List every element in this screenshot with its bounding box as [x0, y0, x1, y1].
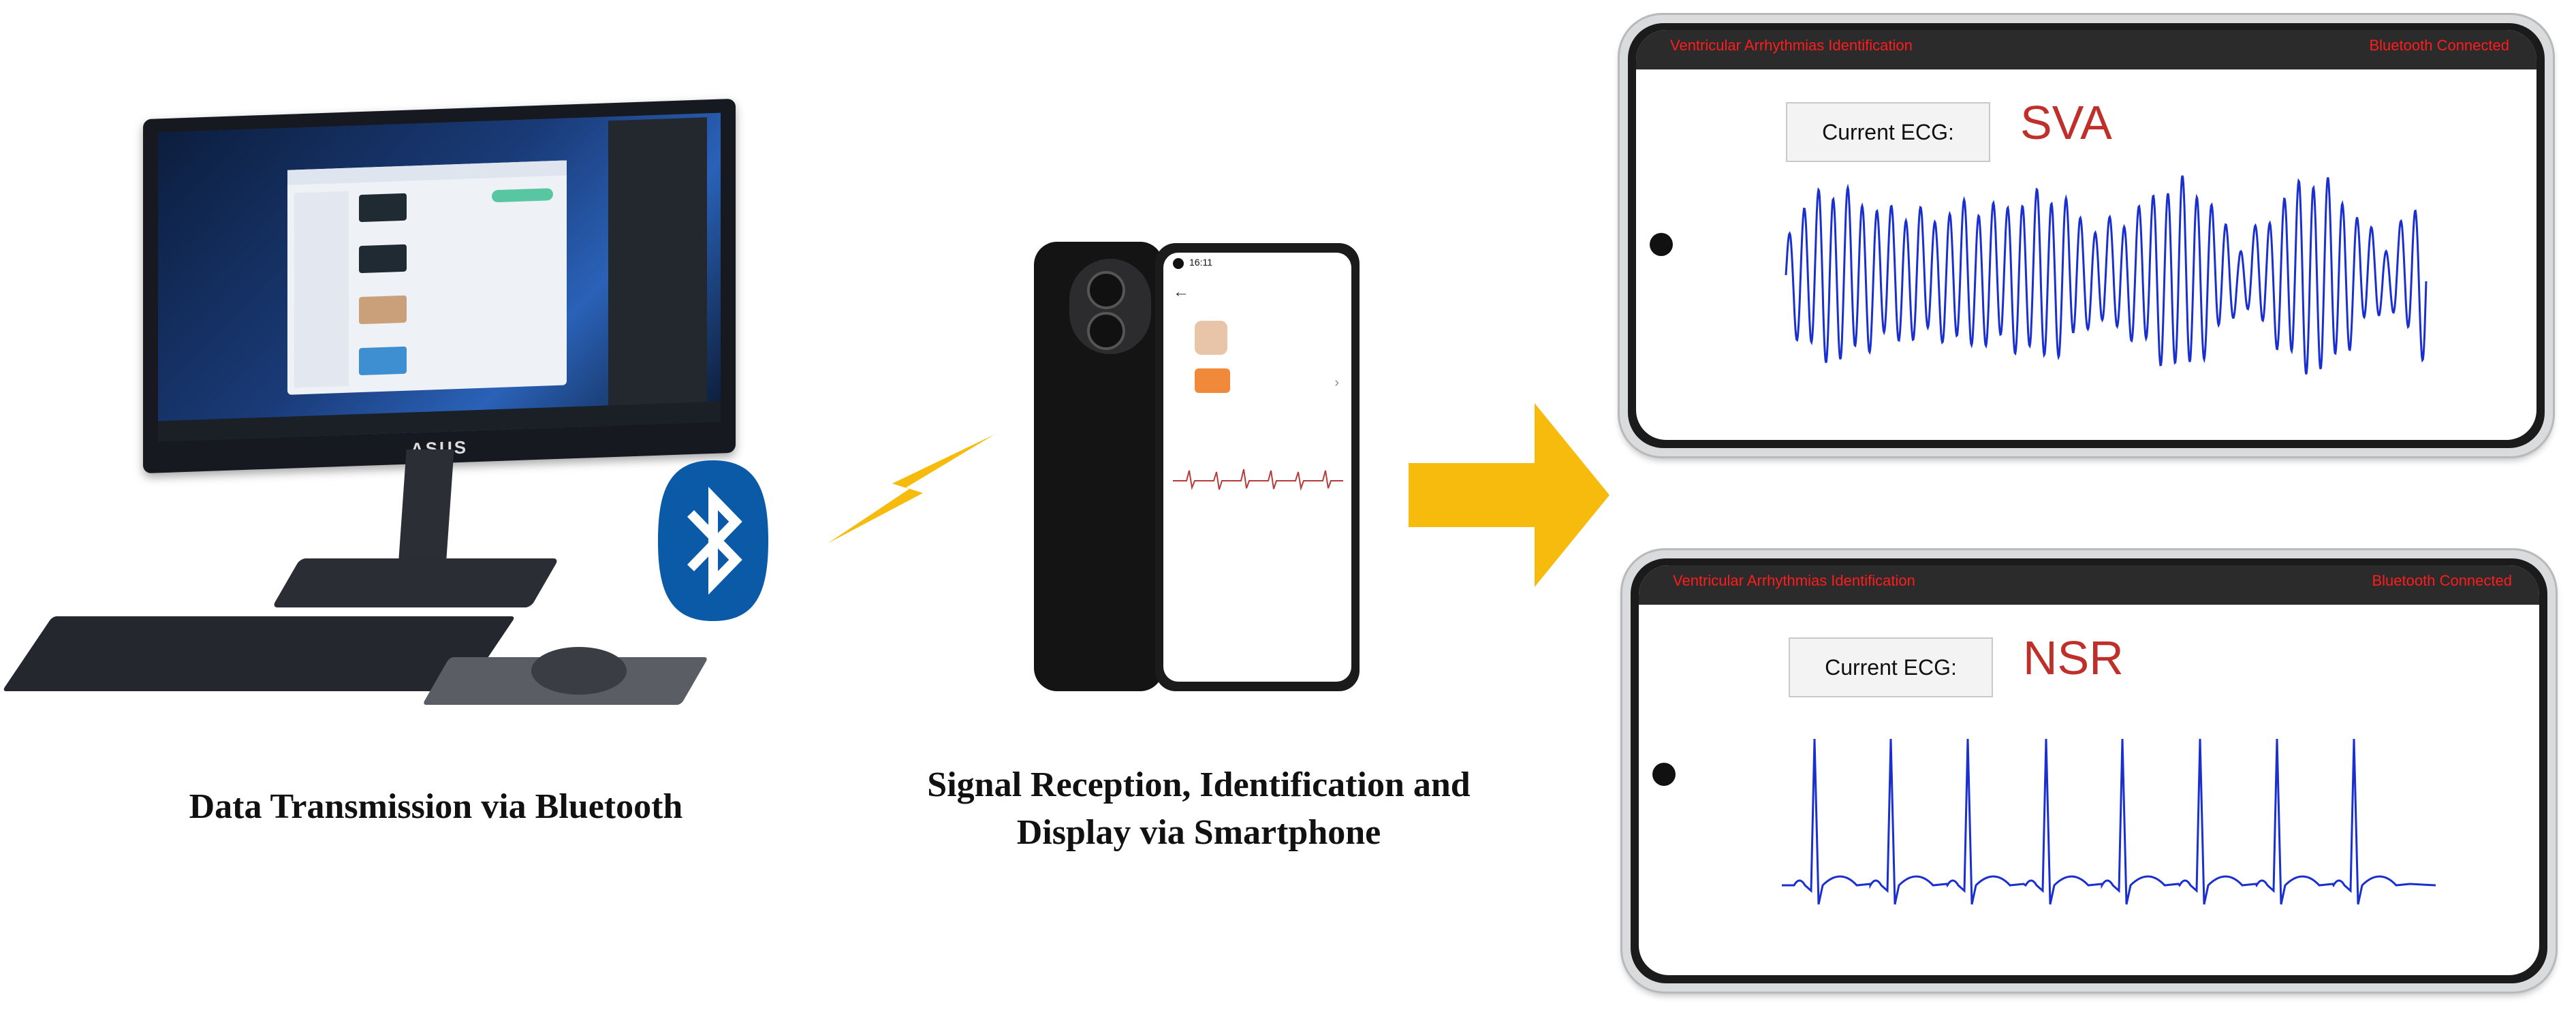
phone-landscape-sva: Ventricular Arrhythmias Identification B…: [1620, 15, 2553, 456]
app-screen-nsr: Ventricular Arrhythmias Identification B…: [1639, 565, 2539, 975]
app-screen-sva: Ventricular Arrhythmias Identification B…: [1636, 30, 2536, 440]
ecg-trace-nsr: [1782, 738, 2436, 905]
connection-status: Bluetooth Connected: [2372, 572, 2513, 589]
right-arrow-icon: [1409, 403, 1609, 587]
mouse: [531, 647, 627, 695]
monitor-screen: [158, 112, 721, 442]
ecg-classification: NSR: [2023, 631, 2124, 684]
bluetooth-icon: [658, 460, 768, 621]
caption-line-1: Signal Reception, Identification and: [927, 765, 1471, 804]
caption-signal-reception: Signal Reception, Identification and Dis…: [858, 761, 1539, 857]
app-title: Ventricular Arrhythmias Identification: [1670, 37, 1913, 54]
card-icon: [1195, 368, 1230, 393]
phone-app-screen: 16:11 ← ›: [1163, 253, 1351, 682]
back-arrow-icon[interactable]: ←: [1173, 283, 1189, 301]
front-camera: [1650, 233, 1673, 256]
caption-data-transmission: Data Transmission via Bluetooth: [189, 787, 683, 826]
caption-line-2: Display via Smartphone: [1016, 813, 1381, 852]
avatar-icon: [1195, 321, 1227, 355]
ecg-classification: SVA: [2020, 96, 2112, 149]
front-camera: [1652, 763, 1676, 786]
ecg-trace-sva: [1785, 175, 2428, 375]
chevron-right-icon[interactable]: ›: [1334, 375, 1339, 390]
ecg-waveform-sva: [1785, 175, 2428, 375]
side-panel: [608, 117, 707, 406]
monitor-base: [272, 558, 559, 607]
current-ecg-label: Current ECG:: [1789, 637, 1993, 697]
status-time: 16:11: [1189, 257, 1212, 268]
phone-front: 16:11 ← ›: [1155, 243, 1360, 691]
ecg-waveform-nsr: [1782, 738, 2436, 905]
app-header: Ventricular Arrhythmias Identification B…: [1636, 30, 2536, 69]
mini-ecg-trace: [1173, 469, 1343, 491]
app-header: Ventricular Arrhythmias Identification B…: [1639, 565, 2539, 605]
current-ecg-label: Current ECG:: [1786, 102, 1990, 162]
phone-camera-module: [1069, 259, 1151, 354]
lightning-bolt-icon: [828, 434, 994, 543]
connection-status: Bluetooth Connected: [2369, 37, 2510, 54]
phone-landscape-nsr: Ventricular Arrhythmias Identification B…: [1622, 550, 2556, 992]
app-title: Ventricular Arrhythmias Identification: [1673, 572, 1915, 589]
monitor: ASUS: [143, 98, 736, 474]
desktop-window: [287, 160, 567, 395]
